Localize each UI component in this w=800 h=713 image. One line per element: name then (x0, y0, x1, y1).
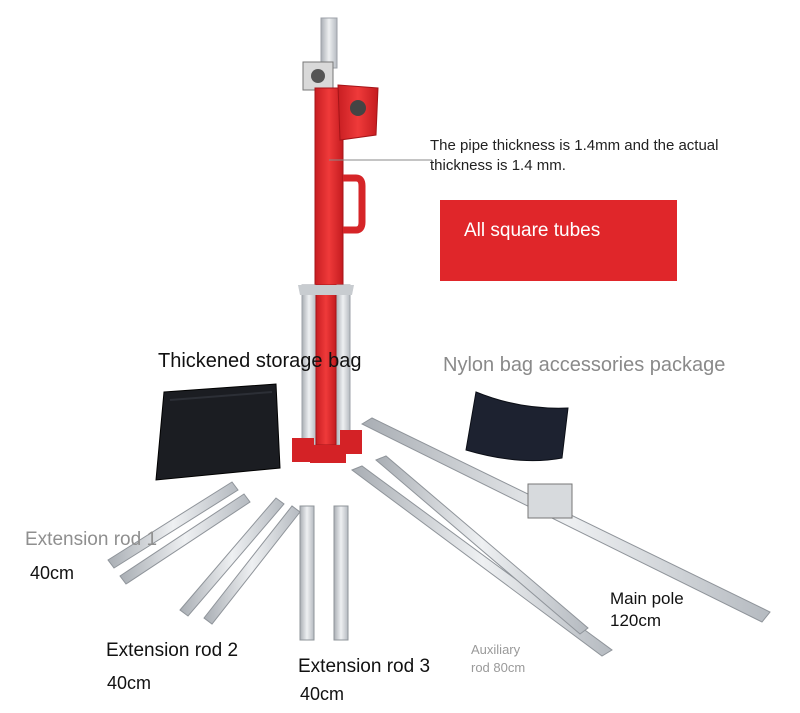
aux-rod-line1: Auxiliary (471, 642, 521, 657)
aux-rod-label: Auxiliary rod 80cm (471, 641, 525, 677)
ext-rod-2a (179, 497, 285, 617)
aux-rod-line2: rod 80cm (471, 660, 526, 675)
ext-rod-1a (107, 481, 239, 569)
main-pole-line2: 120cm (610, 611, 662, 630)
storage-bag (155, 383, 281, 481)
aux-rod-b (375, 455, 589, 635)
ext-rod-1b (119, 493, 251, 585)
main-pole-label: Main pole 120cm (610, 588, 684, 632)
storage-bag-label: Thickened storage bag (158, 350, 362, 372)
ext-rod-1-label: Extension rod 1 (25, 529, 158, 550)
square-tubes-banner: All square tubes (440, 200, 677, 281)
ext-rod-3-length: 40cm (300, 684, 345, 704)
main-pole-graphic (360, 417, 771, 623)
nylon-bag (465, 391, 569, 462)
ext-rod-1-length: 40cm (30, 563, 75, 583)
ext-rod-2-length: 40cm (107, 673, 152, 693)
ext-rod-3a (299, 505, 315, 641)
nylon-bag-label: Nylon bag accessories package (443, 354, 726, 376)
ext-rod-3b (333, 505, 349, 641)
lifter-column (292, 17, 432, 463)
aux-rod-a (350, 465, 613, 657)
main-pole-line1: Main pole (610, 589, 684, 608)
ext-rod-2-label: Extension rod 2 (106, 640, 239, 661)
ext-rod-3-label: Extension rod 3 (298, 656, 431, 677)
pipe-thickness-note: The pipe thickness is 1.4mm and the actu… (430, 137, 719, 174)
square-tubes-text: All square tubes (464, 220, 601, 241)
